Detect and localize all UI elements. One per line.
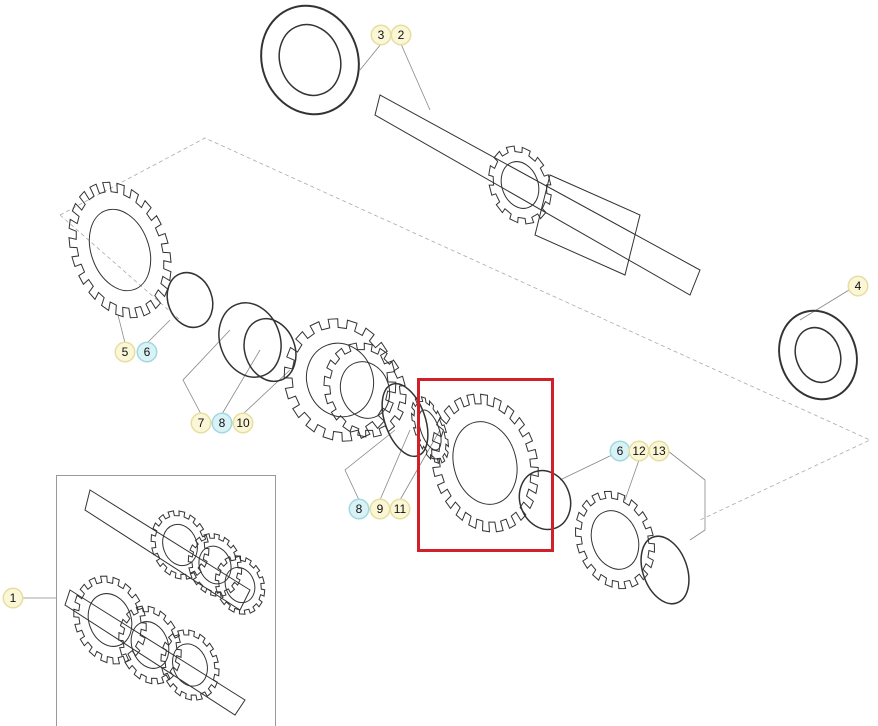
- callout-5[interactable]: 5: [116, 343, 134, 361]
- inset-gear-a-bore: [162, 523, 198, 567]
- callout-13[interactable]: 13: [650, 442, 668, 460]
- callout-8b[interactable]: 8: [350, 500, 368, 518]
- cluster-gear-10: [283, 318, 397, 442]
- leader-8: [221, 349, 261, 415]
- inset-gear-c: [214, 555, 266, 615]
- cluster-gear-10-bore: [305, 342, 375, 418]
- leader-5: [117, 314, 126, 344]
- cluster-gear-10b-bore: [339, 361, 391, 419]
- gear-12: [575, 490, 655, 590]
- bushing-6b: [518, 469, 572, 531]
- callout-9[interactable]: 9: [371, 500, 389, 518]
- callout-8[interactable]: 8: [213, 414, 231, 432]
- callout-3[interactable]: 3: [372, 26, 390, 44]
- inset-gear-b: [187, 533, 243, 597]
- inset-gear-d-bore: [87, 593, 133, 647]
- circlip-7: [218, 302, 282, 378]
- highlighted-gear-box[interactable]: [417, 378, 554, 552]
- leader-8b: [344, 429, 396, 501]
- shaft-gear-small-bore: [500, 161, 540, 209]
- callout-6b[interactable]: 6: [611, 442, 629, 460]
- main-shaft: [374, 94, 701, 296]
- leader-2: [400, 43, 431, 111]
- shaft-splines: [534, 174, 641, 276]
- callout-7[interactable]: 7: [192, 414, 210, 432]
- washer-11-bore: [418, 409, 442, 451]
- bearing-top-inner: [278, 23, 342, 97]
- leader-6: [146, 319, 171, 344]
- callout-1[interactable]: 1: [4, 589, 22, 607]
- bearing-top: [260, 4, 360, 116]
- callout-6[interactable]: 6: [138, 343, 156, 361]
- inset-gear-f: [160, 629, 220, 701]
- gear-12-bore: [590, 510, 640, 570]
- highlighted-gear: [431, 393, 539, 533]
- leader-7: [182, 329, 231, 415]
- inset-shaft-lower: [64, 589, 246, 716]
- leader-10: [242, 369, 291, 415]
- highlighted-gear-bore: [452, 421, 518, 505]
- washer-11: [410, 396, 450, 464]
- inset-gear-e-bore: [130, 621, 170, 669]
- inset-shaft-upper: [84, 489, 251, 611]
- leader-6b: [559, 454, 613, 481]
- washer-8: [243, 317, 297, 383]
- dashed-plane-outline: [59, 137, 871, 521]
- washer-13: [640, 535, 690, 605]
- inset-gear-c-bore: [224, 566, 256, 604]
- callout-2[interactable]: 2: [392, 26, 410, 44]
- assembly-inset-frame: [56, 475, 276, 726]
- leader-12: [624, 459, 640, 501]
- callout-4[interactable]: 4: [849, 277, 867, 295]
- dashed-plane-left: [59, 214, 181, 321]
- callout-10[interactable]: 10: [234, 414, 252, 432]
- inset-gear-d: [73, 575, 147, 665]
- shaft-gear-small: [488, 145, 552, 225]
- inset-gear-e: [118, 605, 182, 685]
- gear-5: [68, 181, 172, 319]
- callout-11[interactable]: 11: [391, 500, 409, 518]
- bearing-right-inner: [794, 326, 842, 384]
- cluster-gear-10b: [323, 342, 407, 438]
- leader-4: [799, 289, 850, 321]
- callout-12[interactable]: 12: [630, 442, 648, 460]
- gear-5-bore: [88, 208, 152, 292]
- leader-3: [359, 43, 382, 71]
- inset-gear-b-bore: [198, 545, 232, 585]
- leader-9: [379, 429, 411, 501]
- bushing-6: [166, 271, 214, 329]
- leader-13: [667, 450, 706, 541]
- bearing-right: [778, 309, 858, 401]
- inset-gear-f-bore: [172, 643, 208, 687]
